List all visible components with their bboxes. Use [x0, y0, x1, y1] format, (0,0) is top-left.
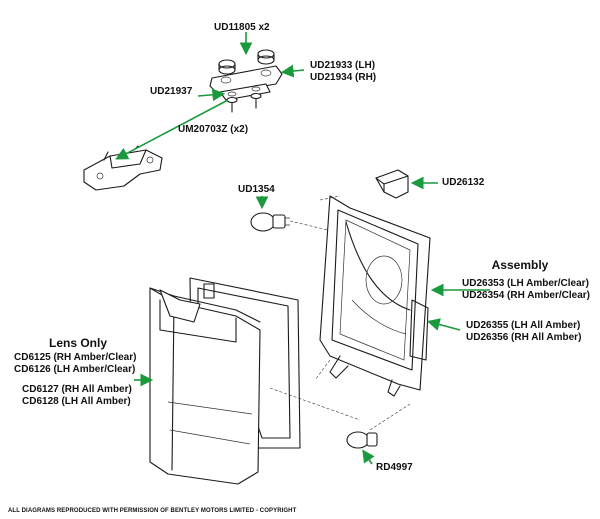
label-ud26354: UD26354 (RH Amber/Clear)	[462, 290, 591, 301]
label-cd6128: CD6128 (LH All Amber)	[22, 396, 131, 407]
lens	[149, 287, 261, 485]
label-cd6125: CD6125 (RH Amber/Clear)	[14, 352, 137, 363]
label-ud1354: UD1354	[238, 184, 275, 195]
bulb-ud1354	[250, 212, 290, 232]
label-um20703z: UM20703Z (x2)	[178, 124, 249, 135]
bracket-ud21933	[209, 65, 283, 95]
label-ud11805: UD11805 x2	[214, 22, 270, 33]
lens-only-heading: Lens Only	[48, 336, 107, 350]
label-ud21934: UD21934 (RH)	[310, 72, 377, 83]
label-ud21933: UD21933 (LH)	[310, 60, 376, 71]
label-ud21937: UD21937	[150, 86, 193, 97]
label-cd6126: CD6126 (LH Amber/Clear)	[14, 364, 136, 375]
label-ud26353: UD26353 (LH Amber/Clear)	[462, 278, 589, 289]
lamp-assembly	[319, 195, 431, 397]
label-cd6127: CD6127 (RH All Amber)	[22, 384, 132, 395]
leader-arrows	[115, 32, 490, 465]
copyright-footer: ALL DIAGRAMS REPRODUCED WITH PERMISSION …	[8, 508, 297, 514]
label-ud26132: UD26132	[442, 177, 485, 188]
label-rd4997: RD4997	[376, 462, 413, 473]
assembly-heading: Assembly	[491, 258, 549, 272]
clip-ud26132	[375, 169, 409, 199]
mounting-bracket	[83, 145, 163, 191]
label-ud26355: UD26355 (LH All Amber)	[466, 320, 581, 331]
bulb-rd4997	[346, 431, 378, 449]
nut-ud11805-right	[257, 49, 275, 65]
nut-ud11805-left	[218, 59, 236, 75]
label-ud26356: UD26356 (RH All Amber)	[466, 332, 582, 343]
screws-um20703z	[226, 92, 262, 113]
